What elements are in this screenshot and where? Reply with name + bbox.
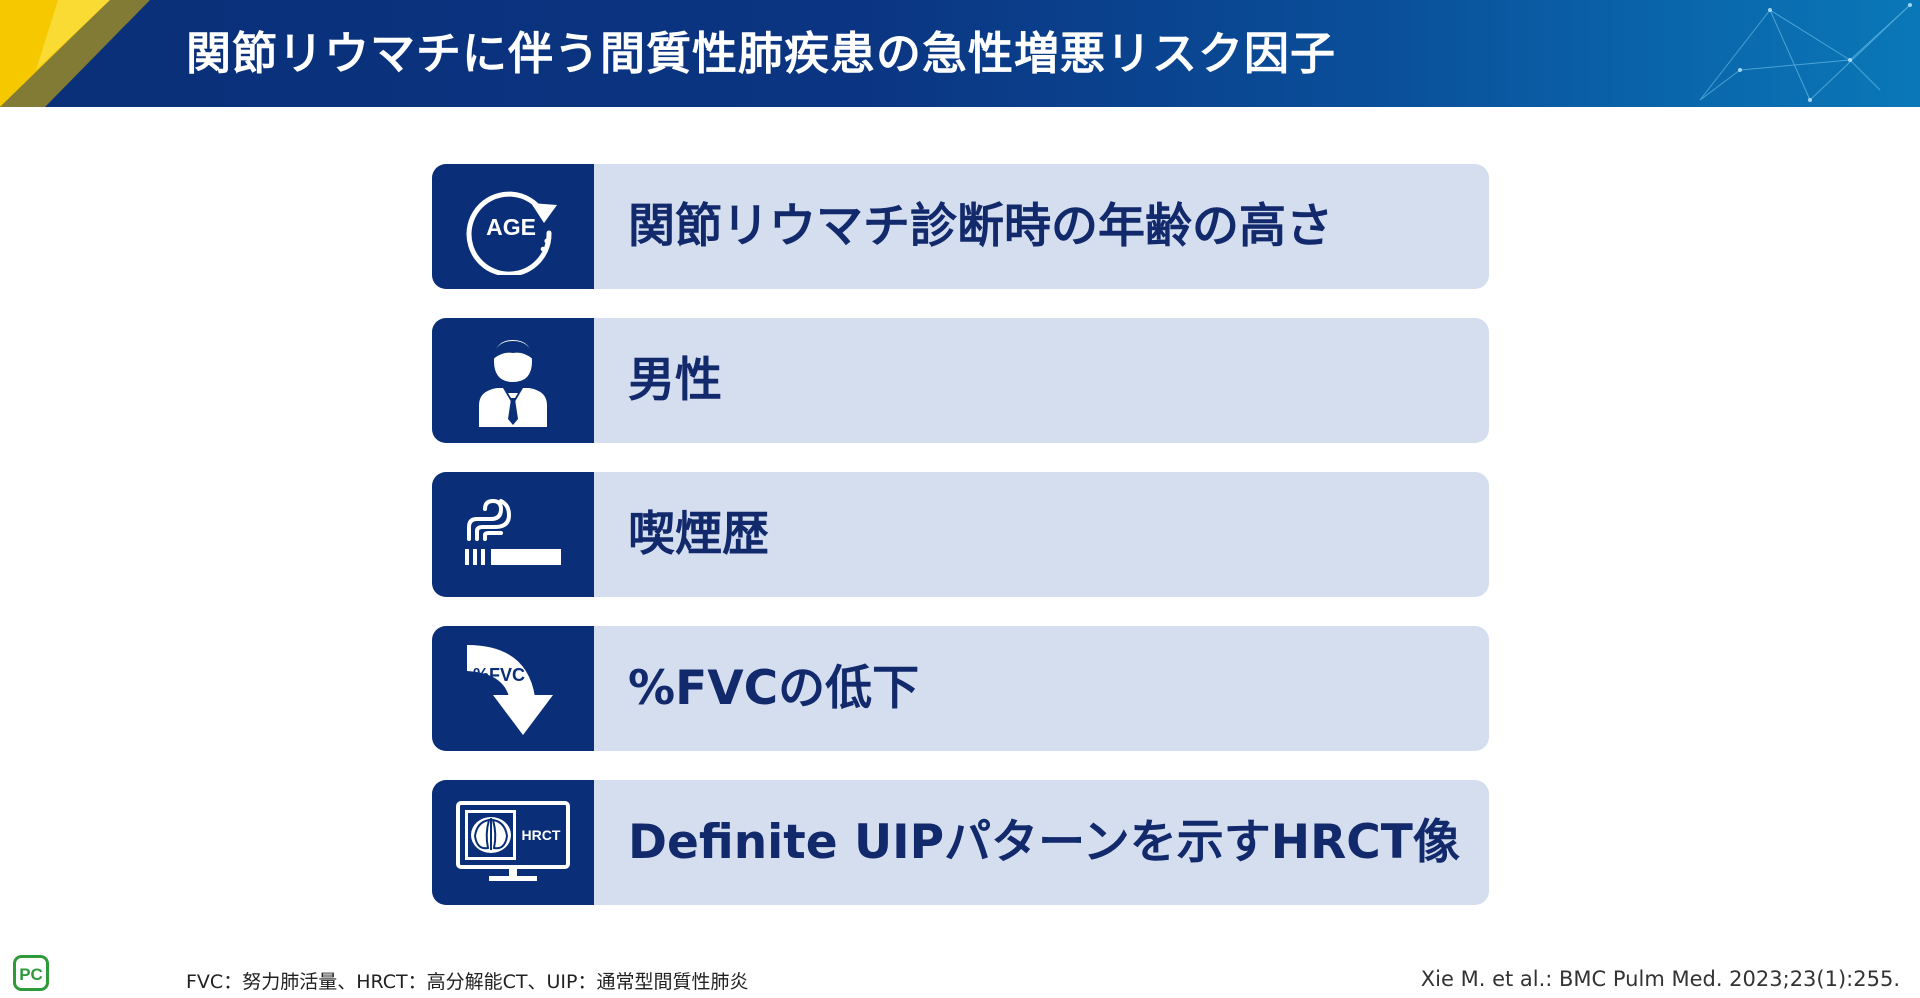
icon-box: AGE — [432, 164, 594, 289]
age-icon-text: AGE — [486, 214, 536, 240]
reference-citation: Xie M. et al.: BMC Pulm Med. 2023;23(1):… — [1420, 967, 1900, 991]
slide-title: 関節リウマチに伴う間質性肺疾患の急性増悪リスク因子 — [186, 27, 1337, 80]
icon-box — [432, 472, 594, 597]
header-corner-decoration — [0, 0, 150, 107]
risk-factor-label: %FVCの低下 — [628, 661, 920, 716]
abbreviation-footnote: FVC：努力肺活量、HRCT：高分解能CT、UIP：通常型間質性肺炎 — [186, 971, 749, 993]
icon-box — [432, 318, 594, 443]
pc-logo-text: PC — [19, 965, 43, 984]
pc-logo: PC — [13, 955, 49, 991]
risk-factor-smoking: 喫煙歴 — [432, 472, 1489, 597]
risk-factor-label: 喫煙歴 — [628, 507, 769, 562]
risk-factor-male: 男性 — [432, 318, 1489, 443]
risk-factor-label: 男性 — [628, 353, 722, 408]
risk-factor-label: Definite UIPパターンを示すHRCT像 — [628, 815, 1460, 870]
cigarette-icon — [465, 498, 561, 565]
risk-factor-label: 関節リウマチ診断時の年齢の高さ — [628, 199, 1333, 254]
fvc-decrease-arrow-icon: %FVC — [467, 644, 553, 735]
icon-box: HRCT — [432, 780, 594, 905]
fvc-icon-text: %FVC — [473, 665, 525, 685]
slide-header: 関節リウマチに伴う間質性肺疾患の急性増悪リスク因子 — [0, 0, 1920, 107]
risk-factor-hrct: HRCT Definite UIPパターンを示すHRCT像 — [432, 780, 1489, 905]
hrct-icon-text: HRCT — [522, 827, 561, 843]
risk-factor-fvc: %FVC %FVCの低下 — [432, 626, 1489, 751]
age-clock-icon: AGE — [466, 191, 557, 275]
risk-factor-list: AGE 関節リウマチ診断時の年齢の高さ 男性 — [432, 164, 1489, 934]
hrct-monitor-icon: HRCT — [456, 800, 570, 881]
risk-factor-age: AGE 関節リウマチ診断時の年齢の高さ — [432, 164, 1489, 289]
man-icon — [479, 337, 547, 427]
icon-box: %FVC — [432, 626, 594, 751]
header-network-decoration — [1699, 3, 1912, 102]
